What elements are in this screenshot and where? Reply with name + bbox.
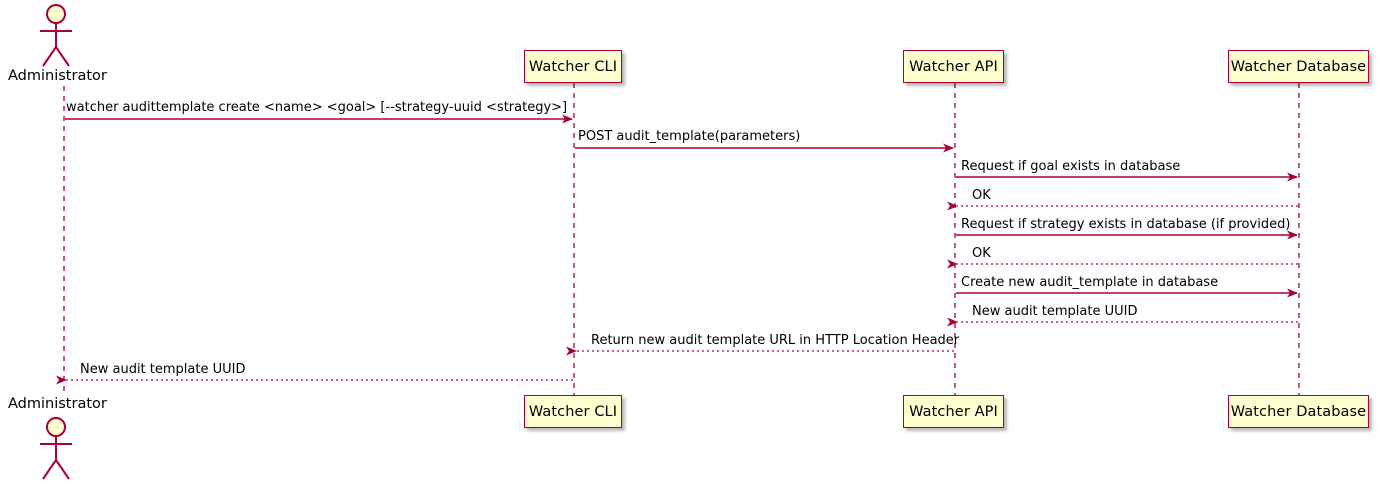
message-label-6: OK (972, 246, 991, 261)
message-label-9: Return new audit template URL in HTTP Lo… (591, 333, 960, 348)
message-label-10: New audit template UUID (80, 362, 246, 377)
participant-label: Watcher Database (1230, 58, 1367, 75)
participant-box-watcher-api-bottom[interactable]: Watcher API (903, 395, 1004, 428)
participant-box-watcher-api-top[interactable]: Watcher API (903, 50, 1004, 83)
message-label-1: watcher audittemplate create <name> <goa… (66, 100, 568, 115)
actor-label-administrator-bottom: Administrator (8, 396, 107, 412)
participant-label: Watcher CLI (528, 403, 618, 420)
message-label-5: Request if strategy exists in database (… (961, 217, 1291, 232)
participant-label: Watcher API (909, 403, 998, 420)
participant-box-watcher-database-bottom[interactable]: Watcher Database (1228, 395, 1369, 428)
participant-box-watcher-cli-bottom[interactable]: Watcher CLI (524, 395, 622, 428)
message-label-8: New audit template UUID (972, 304, 1138, 319)
participant-label: Watcher Database (1230, 403, 1367, 420)
actor-icon-top (40, 4, 72, 67)
participant-box-watcher-cli-top[interactable]: Watcher CLI (524, 50, 622, 83)
message-label-3: Request if goal exists in database (961, 159, 1181, 174)
lifelines-group (63, 83, 1300, 395)
actor-label-administrator-top: Administrator (8, 68, 107, 84)
participant-box-watcher-database-top[interactable]: Watcher Database (1228, 50, 1369, 83)
message-arrows-group (56, 114, 1298, 385)
actor-glyphs-group (40, 4, 72, 480)
message-label-4: OK (972, 188, 991, 203)
participant-label: Watcher API (909, 58, 998, 75)
message-label-2: POST audit_template(parameters) (578, 129, 801, 144)
participant-label: Watcher CLI (528, 58, 618, 75)
actor-icon-bottom (40, 417, 72, 480)
message-label-7: Create new audit_template in database (961, 275, 1219, 290)
